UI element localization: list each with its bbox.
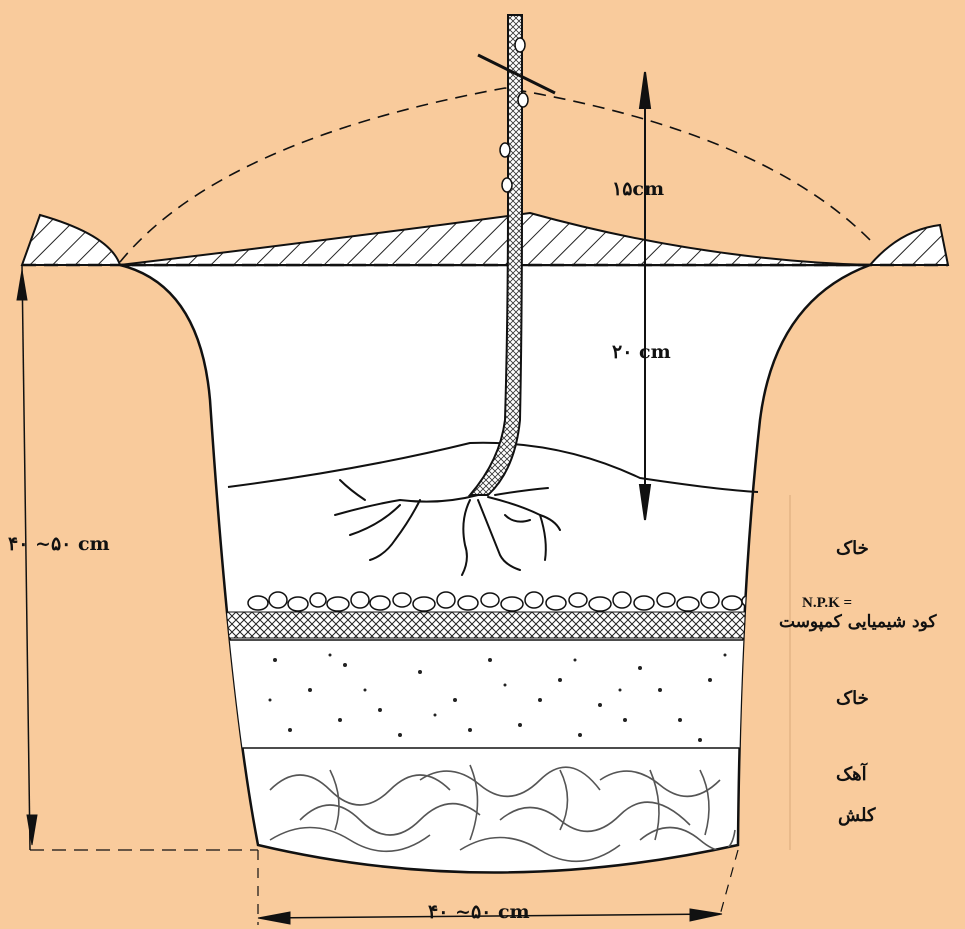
soil-lower-layer — [200, 640, 780, 748]
compost-layer — [200, 612, 780, 638]
label-pit-depth: ۴۰ ~۵۰ cm — [8, 535, 110, 554]
label-npk: N.P.K = — [802, 596, 852, 611]
label-root-depth: ۲۰ cm — [612, 343, 671, 362]
label-fertilizer-compost: کود شیمیایی کمپوست — [779, 614, 936, 631]
ground-surface-band — [22, 215, 120, 265]
label-pit-width: ۴۰ ~۵۰ cm — [428, 903, 530, 922]
mound-hatch — [120, 213, 870, 265]
pit-body — [120, 265, 870, 873]
label-above-ground-height: ۱۵cm — [612, 180, 664, 199]
label-lime: آهک — [836, 766, 867, 784]
label-soil-lower: خاک — [836, 690, 869, 708]
label-soil-top: خاک — [836, 540, 869, 558]
label-straw: کلش — [838, 807, 875, 825]
